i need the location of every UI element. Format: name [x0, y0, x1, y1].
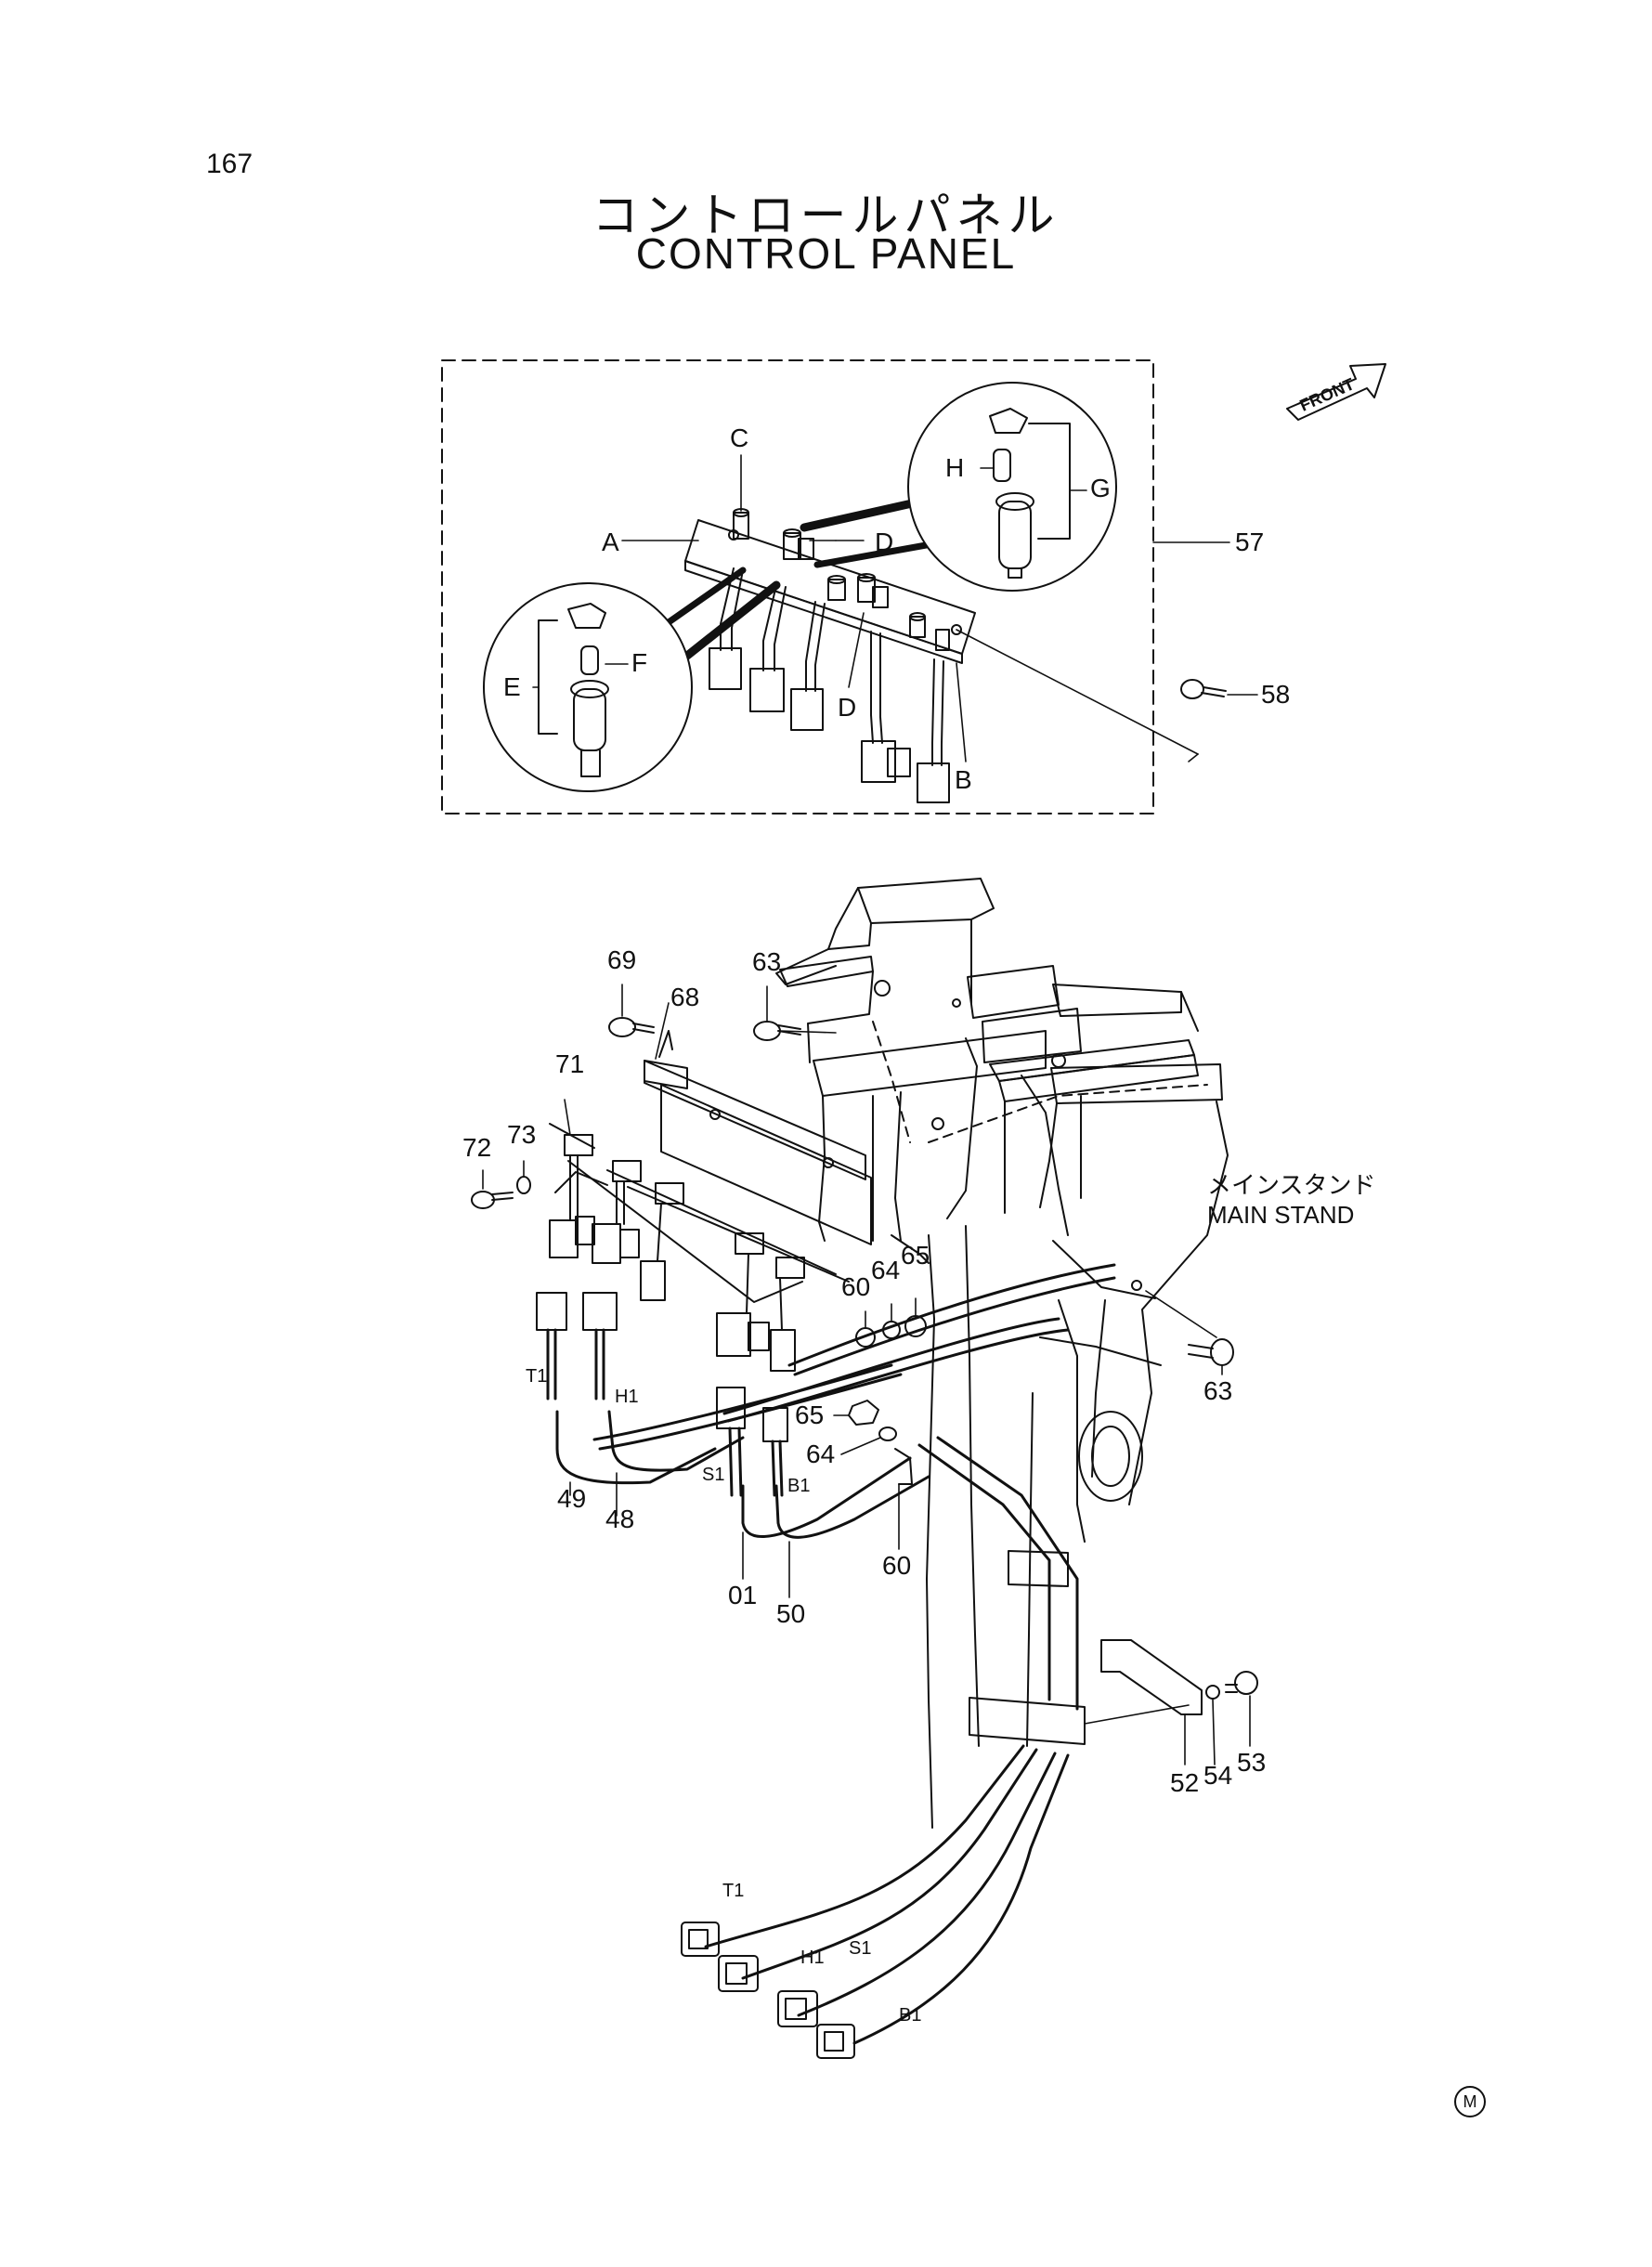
callout-f: F [631, 648, 648, 677]
title-japanese: コントロールパネル [592, 189, 1060, 241]
switch-d-lower [857, 573, 889, 608]
screw-58 [1180, 679, 1258, 699]
wire-harness [555, 1263, 1116, 2045]
page-number: 167 [206, 149, 254, 179]
fasteners [471, 1017, 1258, 1715]
magnifier-bands [665, 495, 945, 660]
callout-a: A [602, 528, 619, 556]
clip-71-set [564, 1134, 805, 1279]
catalog-mark: M [1454, 2086, 1486, 2117]
callout-50: 50 [776, 1599, 806, 1628]
post-clamps [969, 1550, 1086, 1745]
detail-circle-left [483, 582, 693, 792]
detail-circle-right [907, 382, 1117, 592]
wire-tag-s1-upper: S1 [702, 1465, 725, 1485]
callout-64-upper: 64 [871, 1256, 901, 1284]
callout-72: 72 [462, 1133, 492, 1162]
callout-73: 73 [507, 1120, 537, 1149]
callout-01: 01 [728, 1581, 758, 1609]
callout-e: E [503, 672, 521, 701]
wire-tag-t1-lower: T1 [722, 1881, 745, 1901]
switch-d-upper [783, 528, 814, 560]
wire-tag-t1-upper: T1 [526, 1366, 548, 1387]
callout-63-lower: 63 [1203, 1376, 1233, 1405]
bracket-connectors [549, 1154, 796, 1372]
callout-g: G [1090, 474, 1111, 502]
switch-mid [827, 575, 846, 601]
callout-60-upper: 60 [841, 1272, 871, 1301]
control-plate-a [684, 519, 976, 664]
callout-52: 52 [1170, 1768, 1200, 1797]
callout-58: 58 [1261, 680, 1291, 709]
callout-57: 57 [1235, 528, 1265, 556]
callout-b: B [955, 765, 972, 794]
wire-tag-h1-upper: H1 [615, 1387, 639, 1407]
lower-leaders [482, 984, 1251, 1765]
callout-64-lower: 64 [806, 1440, 836, 1468]
callout-54: 54 [1203, 1761, 1233, 1790]
switch-right [909, 612, 950, 651]
title-english: CONTROL PANEL [635, 229, 1017, 278]
callout-h: H [945, 453, 965, 482]
callout-53: 53 [1237, 1748, 1267, 1777]
callout-68: 68 [670, 983, 700, 1011]
callout-d-upper: D [875, 528, 894, 556]
callout-d-lower: D [838, 693, 857, 722]
detail-leaders [532, 454, 1230, 762]
wire-tag-s1-lower: S1 [849, 1938, 872, 1959]
callout-49: 49 [557, 1484, 587, 1513]
callout-71: 71 [555, 1049, 585, 1078]
plate-harness [709, 567, 950, 803]
main-stand-frame [775, 878, 1229, 1829]
callout-c: C [730, 423, 749, 452]
main-stand-label-jp: メインスタンド [1207, 1171, 1376, 1199]
callout-69: 69 [607, 945, 637, 974]
detail-dashed-box [441, 359, 1154, 814]
callout-65-upper: 65 [901, 1241, 930, 1270]
wire-tag-h1-lower: H1 [800, 1948, 825, 1968]
wire-ends [536, 1292, 855, 2059]
front-arrow [1286, 363, 1386, 421]
main-stand-label-en: MAIN STAND [1207, 1201, 1355, 1229]
callout-65-lower: 65 [795, 1401, 825, 1429]
wire-tag-b1-upper: B1 [787, 1476, 811, 1496]
callout-60-lower: 60 [882, 1551, 912, 1580]
wire-tag-b1-lower: B1 [899, 2005, 922, 2026]
callout-63-upper: 63 [752, 947, 782, 976]
callout-48: 48 [605, 1505, 635, 1533]
